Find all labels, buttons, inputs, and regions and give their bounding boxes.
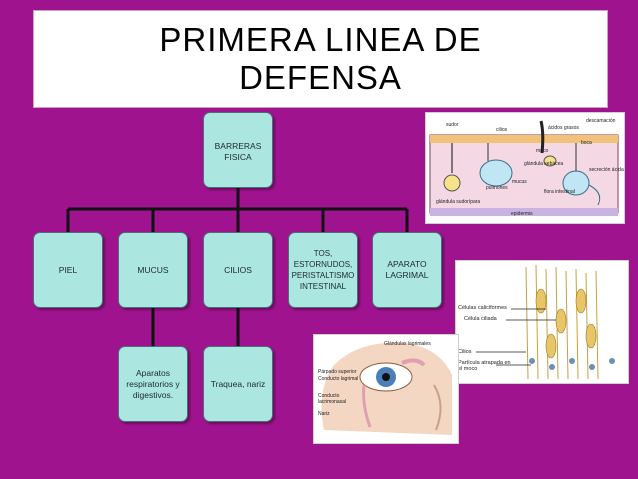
- label-celula-ciliada: Célula ciliada: [464, 316, 497, 322]
- node-tos-estornudos: TOS, ESTORNUDOS, PERISTALTISMO INTESTINA…: [288, 232, 358, 308]
- node-traquea-nariz: Traquea, nariz: [203, 346, 273, 422]
- label-particula-atrapada: Partícula atrapada en el moco: [458, 360, 511, 372]
- title-line-2: DEFENSA: [239, 59, 402, 96]
- label-boca: boca: [581, 140, 592, 146]
- title-box: PRIMERA LINEA DE DEFENSA: [33, 10, 608, 108]
- label-glandula-sudoripara: glándula sudorípara: [436, 199, 481, 205]
- node-aparato-lagrimal: APARATO LAGRIMAL: [372, 232, 442, 308]
- label-epidermis: epidermis: [511, 211, 533, 217]
- label-moco: moco: [536, 148, 549, 154]
- label-flora-intestinal: flora intestinal: [544, 189, 575, 195]
- lacrimal-figure: Glándulas lagrimales Párpado superior Co…: [313, 334, 459, 444]
- label-nariz: Nariz: [318, 411, 330, 417]
- skin-barriers-figure: sudor cilios ácidos grasos descamación m…: [425, 112, 625, 224]
- label-acidos-grasos: ácidos grasos: [548, 125, 579, 131]
- title-line-1: PRIMERA LINEA DE: [159, 21, 482, 58]
- node-mucus: MUCUS: [118, 232, 188, 308]
- label-mucus: mucus: [512, 179, 527, 185]
- label-conducto-lacrimonasal: Conducto lacrimonasal: [318, 393, 347, 405]
- node-cilios: CILIOS: [203, 232, 273, 308]
- label-pulmones: pulmones: [486, 185, 508, 191]
- slide-title: PRIMERA LINEA DE DEFENSA: [34, 21, 607, 97]
- label-conducto-lagrimal: Conducto lagrimal: [318, 376, 359, 382]
- node-barreras-fisica: BARRERAS FISICA: [203, 112, 273, 188]
- label-sudor: sudor: [446, 122, 459, 128]
- node-aparatos-resp-dig: Aparatos respiratorios y digestivos.: [118, 346, 188, 422]
- label-glandulas-lagrimales: Glándulas lagrimales: [384, 341, 431, 347]
- label-descamacion: descamación: [586, 118, 616, 124]
- label-cilios-fig: Cilios: [458, 349, 472, 355]
- label-cilios: cilios: [496, 127, 508, 133]
- node-piel: PIEL: [33, 232, 103, 308]
- ciliated-cells-figure: Células caliciformes Célula ciliada Cili…: [455, 260, 629, 384]
- label-celulas-caliciformes: Células caliciformes: [458, 305, 507, 311]
- label-glandula-sebacea: glándula sebácea: [524, 161, 564, 167]
- label-secrecion-acida: secreción ácida: [589, 167, 624, 173]
- label-parpado-superior: Párpado superior: [318, 369, 357, 375]
